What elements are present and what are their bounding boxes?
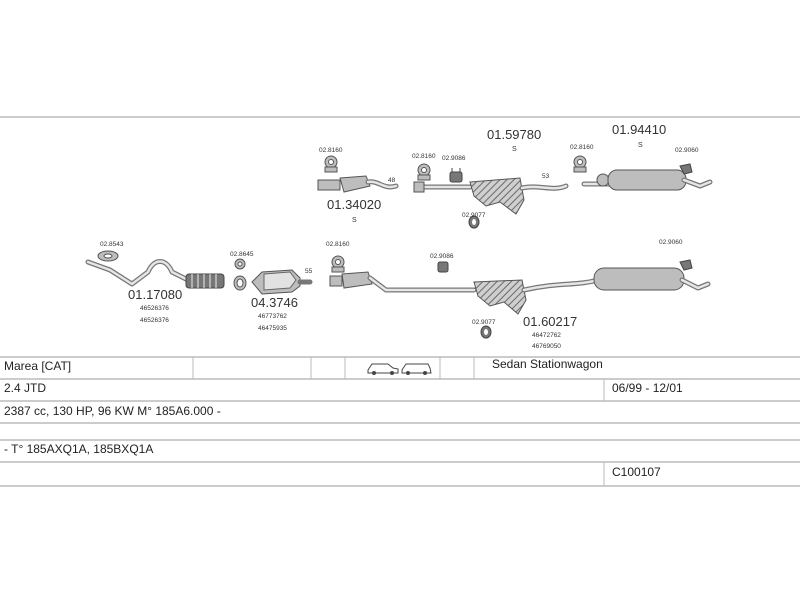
body-types: Sedan Stationwagon (492, 357, 603, 371)
rubber-mount-icon (437, 261, 449, 273)
connector-arrow-label: 53 (542, 173, 550, 180)
part-number-label: 01.59780 (487, 127, 541, 142)
sedan-car-icon (367, 363, 399, 375)
middle-muffler-lower (329, 271, 601, 315)
hanger-clamp-icon (417, 163, 431, 181)
part-number-label: 01.34020 (327, 197, 381, 212)
part-number-label: 02.9077 (472, 319, 496, 326)
part-number-label: 02.9086 (430, 253, 454, 260)
front-pipe-lower (85, 259, 225, 289)
part-number-label: 01.17080 (128, 287, 182, 302)
part-suffix-label: S (512, 146, 517, 153)
hanger-clamp-icon (331, 255, 345, 273)
engine-name: 2.4 JTD (4, 381, 47, 395)
part-number-label: 02.9060 (659, 239, 683, 246)
reference-number: 46526376 (140, 317, 169, 324)
front-pipe-upper (317, 175, 399, 193)
ring-gasket-icon (233, 275, 247, 291)
reference-number: 46475935 (258, 325, 287, 332)
part-suffix-label: S (352, 217, 357, 224)
gasket-icon (97, 250, 119, 262)
reference-number: 46769050 (532, 343, 561, 350)
rear-muffler-lower (593, 259, 711, 291)
rubber-ring-icon (480, 325, 492, 339)
engine-code: - T° 185AXQ1A, 185BXQ1A (4, 442, 154, 456)
part-suffix-label: S (638, 142, 643, 149)
part-number-label: 02.8160 (412, 153, 436, 160)
part-number-label: 02.8160 (319, 147, 343, 154)
reference-number: 46526376 (140, 305, 169, 312)
part-number-label: 02.8160 (326, 241, 350, 248)
rubber-ring-icon (468, 215, 480, 229)
part-number-label: 02.8645 (230, 251, 254, 258)
part-number-label: 01.94410 (612, 122, 666, 137)
production-years: 06/99 - 12/01 (612, 381, 683, 395)
hanger-clamp-icon (324, 155, 338, 173)
catalog-code: C100107 (612, 465, 661, 479)
part-number-label: 01.60217 (523, 314, 577, 329)
catalytic-converter (251, 269, 313, 295)
model-name: Marea [CAT] (4, 359, 72, 373)
stationwagon-car-icon (401, 363, 432, 375)
rubber-mount-icon (449, 168, 463, 183)
part-number-label: 02.8160 (570, 144, 594, 151)
reference-number: 46773762 (258, 313, 287, 320)
part-number-label: 02.8543 (100, 241, 124, 248)
part-number-label: 02.9060 (675, 147, 699, 154)
part-number-label: 02.9086 (442, 155, 466, 162)
reference-number: 46472762 (532, 332, 561, 339)
part-number-label: 02.9077 (462, 212, 486, 219)
connector-arrow-label: 48 (388, 177, 396, 184)
hanger-clamp-icon (573, 155, 587, 173)
middle-muffler-upper (413, 177, 569, 215)
connector-arrow-label: 55 (305, 268, 313, 275)
rear-muffler-upper (581, 163, 713, 191)
part-number-label: 04.3746 (251, 295, 298, 310)
engine-spec: 2387 cc, 130 HP, 96 KW M° 185A6.000 - (4, 404, 221, 418)
hanger-clamp-icon (234, 258, 246, 270)
